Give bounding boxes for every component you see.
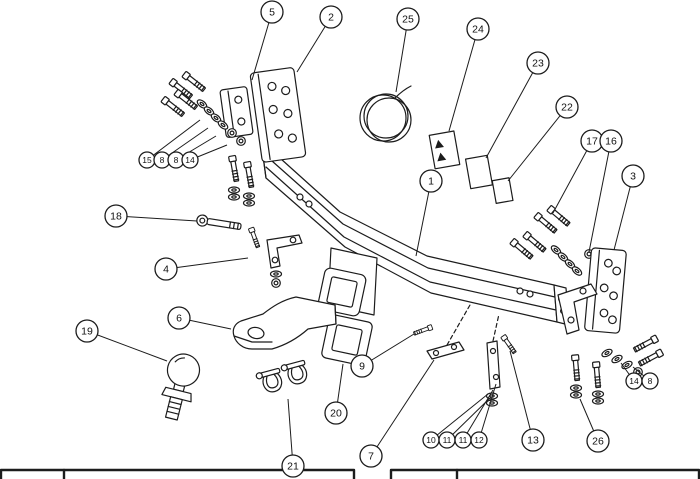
label-23 [464, 154, 494, 190]
callout-11: 11 [454, 389, 494, 449]
callout-5: 5 [251, 0, 284, 81]
small-bolt-9 [412, 324, 434, 337]
fasteners-right-lower [569, 334, 665, 405]
callout-number: 12 [474, 435, 484, 445]
callout-number: 8 [648, 376, 653, 386]
callout-15: 15 [138, 119, 201, 169]
callout-25: 25 [395, 7, 420, 93]
fasteners-right-upper [509, 204, 602, 278]
callout-number: 1 [428, 176, 434, 188]
callout-number: 9 [359, 361, 365, 373]
callout-number: 8 [160, 155, 165, 165]
callout-24: 24 [448, 17, 490, 132]
callout-number: 14 [185, 155, 195, 165]
callout-7: 7 [359, 359, 435, 468]
callout-17: 17 [552, 129, 604, 214]
callout-number: 13 [527, 435, 539, 447]
ball-mount-tongue [232, 296, 337, 350]
main-crossbar [260, 140, 570, 326]
callout-number: 8 [174, 155, 179, 165]
callout-21: 21 [281, 398, 305, 478]
callout-number: 26 [592, 436, 604, 448]
callout-22: 22 [507, 95, 579, 182]
callout-number: 16 [605, 136, 617, 148]
mounting-bracket-right [557, 283, 598, 335]
callout-18: 18 [104, 204, 198, 228]
callout-1: 1 [415, 169, 443, 257]
side-plate-right [584, 247, 627, 334]
callout-19: 19 [75, 319, 168, 362]
callout-number: 17 [586, 136, 598, 148]
callout-4: 4 [154, 257, 249, 281]
callout-13: 13 [509, 350, 545, 452]
callout-8: 8 [632, 366, 659, 390]
bracket-10-12 [485, 313, 518, 407]
shackle-right [280, 359, 308, 385]
warning-label-24 [428, 130, 461, 170]
callout-number: 4 [163, 264, 169, 276]
callout-number: 14 [629, 376, 639, 386]
callout-number: 25 [402, 14, 414, 26]
callout-number: 20 [330, 408, 342, 420]
callout-number: 11 [443, 435, 452, 445]
callout-number: 11 [459, 435, 468, 445]
callout-number: 6 [176, 313, 182, 325]
receiver-trim-plate [321, 314, 373, 366]
side-plate-top-left [249, 67, 307, 163]
callout-6: 6 [167, 306, 232, 330]
callout-number: 23 [532, 58, 544, 70]
parts-table-partial [0, 468, 700, 479]
support-strap-7 [426, 304, 471, 360]
callout-2: 2 [296, 5, 343, 73]
callout-number: 21 [287, 461, 299, 473]
callout-number: 3 [630, 171, 636, 183]
callout-number: 22 [561, 102, 573, 114]
callout-number: 19 [81, 326, 93, 338]
callout-14: 14 [620, 362, 643, 390]
tow-ball [161, 353, 201, 421]
callout-number: 18 [110, 211, 122, 223]
callout-number: 2 [328, 12, 334, 24]
callout-23: 23 [485, 51, 550, 159]
hitch-pin [196, 214, 242, 230]
callout-26: 26 [579, 398, 610, 453]
callout-number: 5 [269, 7, 275, 19]
callout-9: 9 [350, 333, 415, 378]
studs-below-plate [227, 154, 256, 207]
callout-3: 3 [613, 164, 645, 251]
callout-number: 24 [472, 24, 484, 36]
callout-16: 16 [588, 129, 623, 253]
callout-14: 14 [181, 144, 228, 169]
callout-number: 10 [426, 435, 436, 445]
wiring-coil [359, 85, 412, 143]
callout-number: 7 [368, 451, 374, 463]
label-22 [491, 177, 514, 204]
callout-12: 12 [470, 383, 497, 449]
callout-number: 15 [142, 155, 152, 165]
mounting-bracket-top-left [219, 86, 254, 138]
callout-20: 20 [324, 363, 348, 425]
angle-bracket-4 [247, 226, 303, 288]
shackle-left [255, 367, 283, 393]
